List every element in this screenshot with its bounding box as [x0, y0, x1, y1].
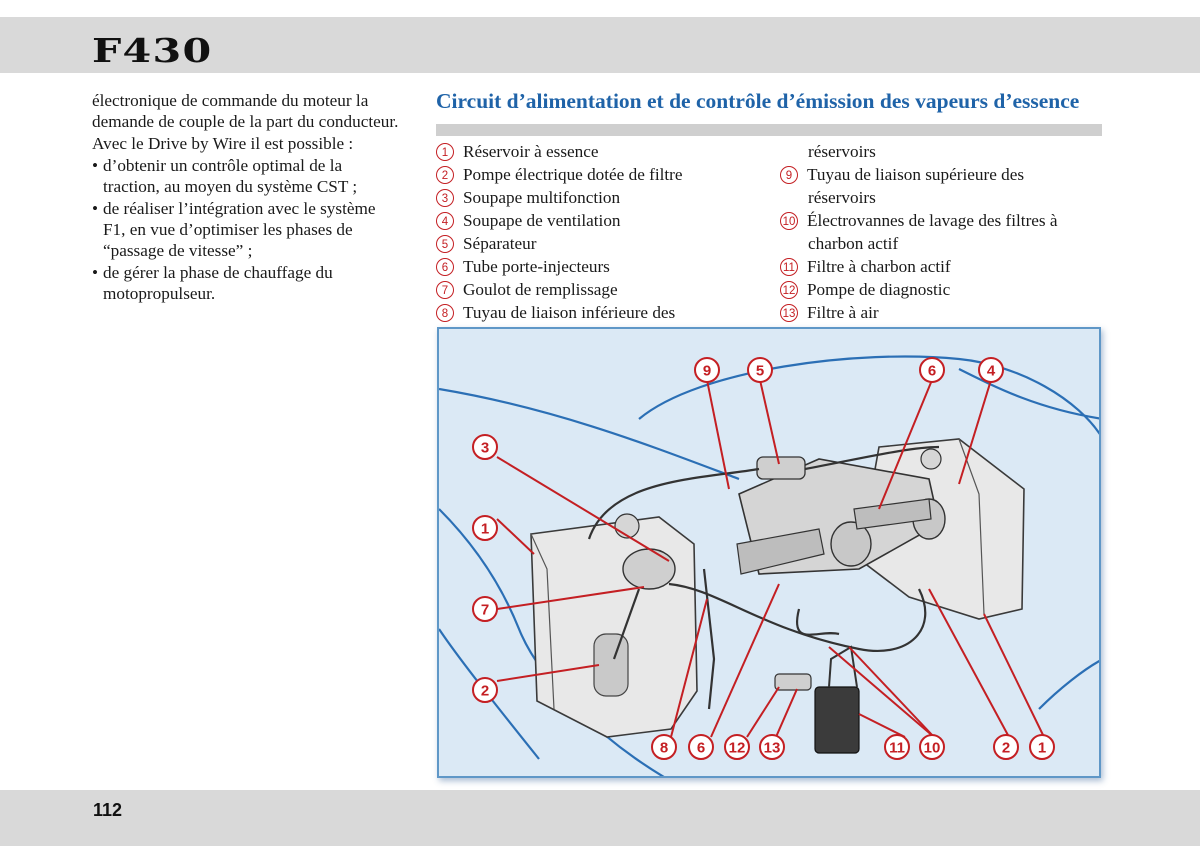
legend-item: 6 Tube porte-injecteurs: [436, 255, 766, 278]
legend-label: Filtre à charbon actif: [807, 257, 951, 276]
callout-1: 1: [472, 515, 498, 541]
legend-label: Réservoir à essence: [463, 142, 599, 161]
legend-column-left: 1 Réservoir à essence 2 Pompe électrique d…: [436, 140, 766, 324]
legend-item: 9 Tuyau de liaison supérieure des: [780, 163, 1100, 186]
callout-number: 7: [481, 602, 489, 619]
legend-label: Séparateur: [463, 234, 537, 253]
callout-13: 13: [759, 734, 785, 760]
legend-number: 4: [436, 212, 454, 230]
legend-number: 12: [780, 281, 798, 299]
callout-11: 11: [884, 734, 910, 760]
callout-8: 8: [651, 734, 677, 760]
title-underline-bar: [436, 124, 1102, 136]
legend-item: 1 Réservoir à essence: [436, 140, 766, 163]
section-title: Circuit d’alimentation et de contrôle d’…: [436, 89, 1080, 113]
legend-label: Tube porte-injecteurs: [463, 257, 610, 276]
legend-number: 10: [780, 212, 798, 230]
callout-number: 1: [1038, 740, 1046, 757]
legend-number: 6: [436, 258, 454, 276]
legend-label: Filtre à air: [807, 303, 879, 322]
callout-6: 6: [688, 734, 714, 760]
left-column-text: électronique de commande du moteur la de…: [92, 90, 402, 305]
legend-label: Soupape multifonction: [463, 188, 621, 207]
callout-12: 12: [724, 734, 750, 760]
callout-number: 3: [481, 440, 489, 457]
legend-number: 7: [436, 281, 454, 299]
bullet-item: de gérer la phase de chauffage du motopr…: [92, 262, 402, 304]
legend-item: 4 Soupape de ventilation: [436, 209, 766, 232]
legend-item: 11 Filtre à charbon actif: [780, 255, 1100, 278]
legend-number: 13: [780, 304, 798, 322]
legend-item: 5 Séparateur: [436, 232, 766, 255]
callout-number: 9: [703, 363, 711, 380]
callout-number: 2: [481, 683, 489, 700]
legend-number: 5: [436, 235, 454, 253]
legend-item: 7 Goulot de remplissage: [436, 278, 766, 301]
f430-logo: F430: [92, 31, 213, 70]
legend-label: Pompe de diagnostic: [807, 280, 951, 299]
legend-item: 13 Filtre à air: [780, 301, 1100, 324]
callout-2: 2: [993, 734, 1019, 760]
callout-9: 9: [694, 357, 720, 383]
callout-1: 1: [1029, 734, 1055, 760]
legend-item: 12 Pompe de diagnostic: [780, 278, 1100, 301]
callout-6: 6: [919, 357, 945, 383]
footer-bar: [0, 790, 1200, 846]
legend-number: 9: [780, 166, 798, 184]
legend-continuation: réservoirs: [808, 142, 876, 161]
legend-column-right: réservoirs 9 Tuyau de liaison supérieure …: [780, 140, 1100, 324]
callout-2: 2: [472, 677, 498, 703]
callout-number: 5: [756, 363, 764, 380]
fuel-system-drawing: 9 5 6 4 3 1 7 2 8 6 12 13 11 10 2 1: [439, 355, 1099, 776]
callout-number: 4: [987, 363, 996, 380]
callout-number: 8: [660, 740, 668, 757]
legend-number: 1: [436, 143, 454, 161]
callout-number: 6: [928, 363, 936, 380]
callout-10: 10: [919, 734, 945, 760]
legend-item: 3 Soupape multifonction: [436, 186, 766, 209]
legend-number: 3: [436, 189, 454, 207]
separator: [756, 456, 806, 480]
callout-7: 7: [472, 596, 498, 622]
bullet-item: d’obtenir un contrôle optimal de la trac…: [92, 155, 402, 197]
legend-number: 8: [436, 304, 454, 322]
bullet-list: d’obtenir un contrôle optimal de la trac…: [92, 155, 402, 304]
legend-label: Pompe électrique dotée de filtre: [463, 165, 683, 184]
callout-5: 5: [747, 357, 773, 383]
legend-label: Tuyau de liaison supérieure des: [807, 165, 1025, 184]
callout-number: 13: [764, 740, 781, 757]
fuel-system-illustration: 9 5 6 4 3 1 7 2 8 6 12 13 11 10 2 1: [437, 327, 1101, 778]
legend-item: 8 Tuyau de liaison inférieure des: [436, 301, 766, 324]
legend-label: Goulot de remplissage: [463, 280, 618, 299]
callout-number: 1: [481, 521, 489, 538]
callout-number: 10: [924, 740, 941, 757]
legend-number: 11: [780, 258, 798, 276]
paragraph: Avec le Drive by Wire il est possible :: [92, 134, 354, 153]
paragraph: électronique de commande du moteur la de…: [92, 91, 399, 131]
callout-leader-lines: [496, 379, 1045, 738]
callout-3: 3: [472, 434, 498, 460]
page-number: 112: [93, 800, 123, 820]
callout-number: 12: [729, 740, 746, 757]
engine-intake: [736, 458, 946, 575]
callout-number: 2: [1002, 740, 1010, 757]
callout-number: 11: [889, 740, 905, 757]
legend-item: 2 Pompe électrique dotée de filtre: [436, 163, 766, 186]
bullet-item: de réaliser l’intégration avec le systèm…: [92, 198, 402, 261]
legend-continuation: réservoirs: [808, 188, 876, 207]
legend-label: Électrovannes de lavage des filtres à: [807, 211, 1058, 230]
legend-item: 10 Électrovannes de lavage des filtres à: [780, 209, 1100, 232]
fuel-tank-left: [530, 513, 698, 738]
callout-number: 6: [697, 740, 705, 757]
legend-label: Tuyau de liaison inférieure des: [463, 303, 676, 322]
legend-label: Soupape de ventilation: [463, 211, 621, 230]
charcoal-filter: [774, 645, 860, 754]
callout-4: 4: [978, 357, 1004, 383]
legend-continuation: charbon actif: [808, 234, 899, 253]
header-bar: [0, 17, 1200, 73]
legend-number: 2: [436, 166, 454, 184]
